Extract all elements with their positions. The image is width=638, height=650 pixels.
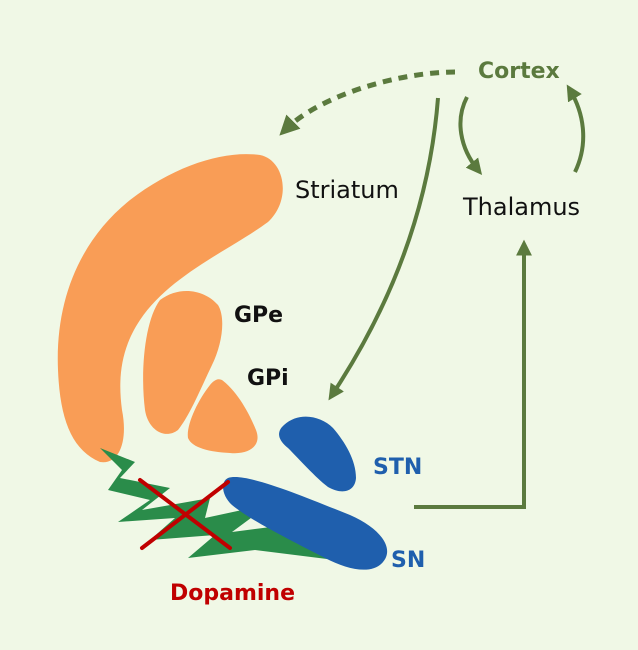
gpe-shape xyxy=(143,290,223,434)
cortex-to-thalamus-arrow xyxy=(458,96,483,175)
sn-to-thalamus-arrow xyxy=(414,239,532,509)
cortex-label: Cortex xyxy=(478,59,560,84)
thalamus-to-cortex-arrow xyxy=(566,84,586,173)
cortex-to-stn-arrow xyxy=(328,97,440,401)
thalamus-label: Thalamus xyxy=(462,193,580,221)
cortex-to-striatum-dotted-arrow xyxy=(279,69,456,136)
stn-label: STN xyxy=(373,455,422,480)
gpi-shape xyxy=(187,379,258,454)
gpi-label: GPi xyxy=(247,366,289,391)
sn-label: SN xyxy=(391,548,425,573)
gpe-label: GPe xyxy=(234,303,283,328)
striatum-label: Striatum xyxy=(295,176,399,204)
sn-shape xyxy=(223,477,388,570)
red-x-icon xyxy=(138,478,232,550)
stn-shape xyxy=(279,416,356,492)
striatum-shape xyxy=(57,154,283,463)
dopamine-label: Dopamine xyxy=(170,581,295,606)
